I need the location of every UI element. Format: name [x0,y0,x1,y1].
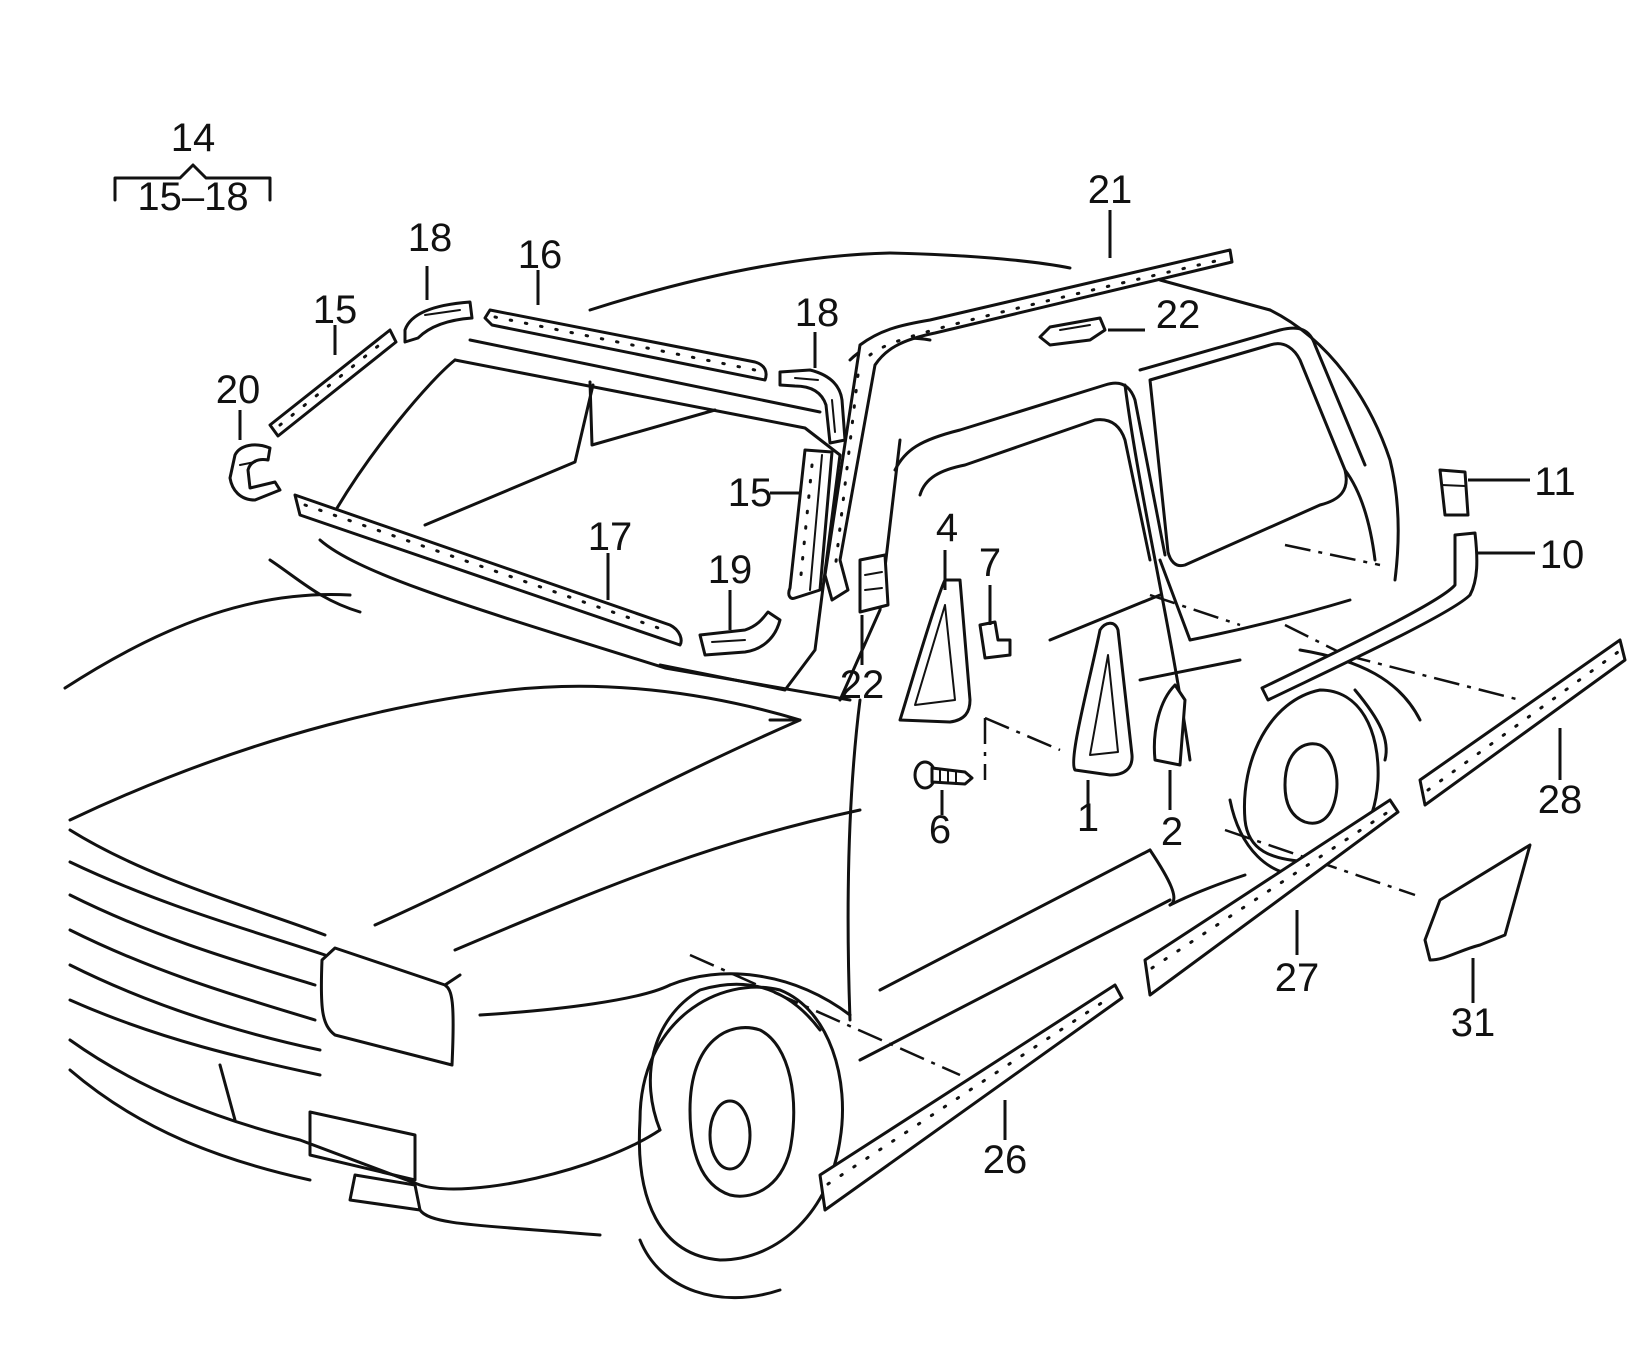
callout-26: 26 [983,1138,1028,1182]
callout-4: 4 [936,506,958,550]
part-27-door-moulding [1143,798,1400,997]
part-7-clip [978,620,1012,660]
part-18-corner-right [778,368,847,445]
part-22-clip-top [1038,316,1107,347]
part-28-quarter-moulding [1418,638,1627,807]
callout-15-right: 15 [728,471,773,515]
part-6-screw [913,760,974,790]
part-20-corner-left [228,443,282,502]
callout-28: 28 [1538,778,1583,822]
part-15-side-left [268,328,398,438]
callout-22-top: 22 [1156,293,1201,337]
leader-lines [238,210,1562,1140]
callout-18-right: 18 [795,291,840,335]
part-4-triangle-window [898,578,972,724]
part-22-clip-lower [858,553,890,614]
callout-2: 2 [1161,810,1183,854]
callout-16: 16 [518,233,563,277]
callout-17: 17 [588,515,633,559]
callout-15-left: 15 [313,288,358,332]
callout-22-lower: 22 [840,663,885,707]
part-18-corner-left [403,300,474,344]
part-10-arch-moulding [1260,531,1479,702]
part-16-top-moulding [483,308,768,382]
part-2-triangle [1152,683,1187,767]
callout-20: 20 [216,368,261,412]
callout-labels: 14 15–18 21 22 18 16 15 18 20 15 11 4 17… [137,116,1584,1182]
callout-6: 6 [929,808,951,852]
group-range-label: 15–18 [137,175,248,219]
callout-21: 21 [1088,168,1133,212]
part-21-roof-moulding [823,248,1234,602]
group-number-label: 14 [171,116,216,160]
part-19-corner-right [698,610,782,657]
part-1-triangle-trim [1072,621,1134,777]
car-body-outline [63,251,1422,1300]
callout-11: 11 [1534,460,1576,504]
callout-1: 1 [1077,796,1099,840]
part-15-side-right [787,448,834,600]
callout-18-left: 18 [408,216,453,260]
callout-10: 10 [1540,533,1585,577]
callout-31: 31 [1451,1001,1496,1045]
callout-27: 27 [1275,956,1320,1000]
part-31-flap [1423,843,1532,962]
part-26-front-moulding [818,983,1124,1212]
group-bracket [113,163,272,202]
part-11-cap [1438,468,1470,517]
part-17-lower-moulding [293,493,683,647]
callout-19: 19 [708,548,753,592]
callout-7: 7 [979,541,1001,585]
